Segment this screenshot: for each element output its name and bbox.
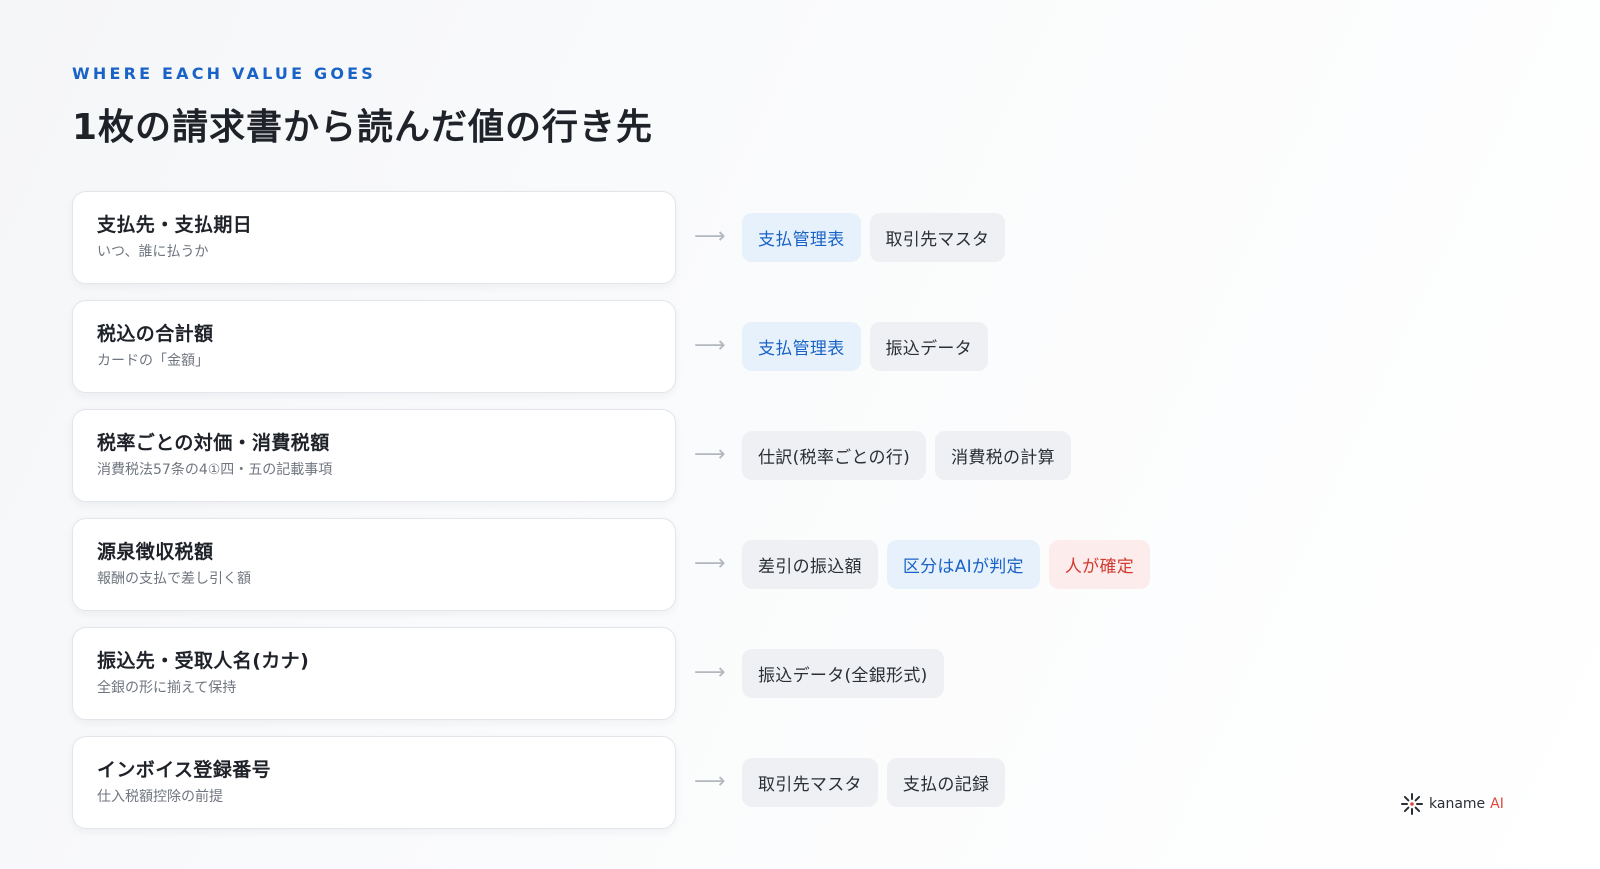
eyebrow-label: WHERE EACH VALUE GOES (72, 64, 376, 83)
mapping-list: 支払先・支払期日 いつ、誰に払うか ⟶ 支払管理表 取引先マスタ 税込の合計額 … (72, 191, 1272, 845)
field-subtitle: いつ、誰に払うか (97, 244, 209, 260)
field-card: 税込の合計額 カードの「金額」 (72, 300, 676, 393)
burst-icon (1400, 792, 1424, 816)
field-title: 源泉徴収税額 (97, 541, 214, 563)
destination-chip: 支払管理表 (742, 213, 861, 262)
destination-chips: 差引の振込額 区分はAIが判定 人が確定 (742, 540, 1151, 589)
field-subtitle: 仕入税額控除の前提 (97, 789, 223, 805)
destination-chip: 取引先マスタ (869, 213, 1006, 262)
brand-logo: kaname AI (1400, 792, 1504, 816)
destination-chips: 支払管理表 振込データ (742, 322, 988, 371)
field-card: 支払先・支払期日 いつ、誰に払うか (72, 191, 676, 284)
destination-chips: 仕訳(税率ごとの行) 消費税の計算 (742, 431, 1071, 480)
arrow-right-icon: ⟶ (694, 769, 726, 794)
destination-chip: 支払の記録 (886, 758, 1006, 807)
field-title: 税率ごとの対価・消費税額 (97, 432, 330, 454)
mapping-row: 税込の合計額 カードの「金額」 ⟶ 支払管理表 振込データ (72, 300, 1272, 393)
arrow-right-icon: ⟶ (694, 660, 726, 685)
destination-chip: 支払管理表 (742, 322, 861, 371)
arrow-right-icon: ⟶ (694, 224, 726, 249)
field-subtitle: 全銀の形に揃えて保持 (97, 680, 237, 696)
field-title: インボイス登録番号 (97, 759, 272, 781)
brand-name: kaname (1429, 796, 1486, 812)
destination-chip: 仕訳(税率ごとの行) (742, 431, 927, 480)
destination-chip: 差引の振込額 (742, 540, 878, 589)
mapping-row: 税率ごとの対価・消費税額 消費税法57条の4①四・五の記載事項 ⟶ 仕訳(税率ご… (72, 409, 1272, 502)
arrow-right-icon: ⟶ (694, 333, 726, 358)
destination-chips: 支払管理表 取引先マスタ (742, 213, 1006, 262)
human-confirm-chip: 人が確定 (1048, 540, 1151, 589)
field-title: 支払先・支払期日 (97, 214, 253, 236)
mapping-row: インボイス登録番号 仕入税額控除の前提 ⟶ 取引先マスタ 支払の記録 (72, 736, 1272, 829)
mapping-row: 源泉徴収税額 報酬の支払で差し引く額 ⟶ 差引の振込額 区分はAIが判定 人が確… (72, 518, 1272, 611)
field-title: 税込の合計額 (97, 323, 214, 345)
field-title: 振込先・受取人名(カナ) (97, 650, 310, 672)
destination-chips: 振込データ(全銀形式) (742, 649, 944, 698)
brand-suffix: AI (1490, 796, 1504, 812)
destination-chip: 振込データ(全銀形式) (742, 649, 944, 698)
page-title: 1枚の請求書から読んだ値の行き先 (72, 107, 654, 148)
field-card: 税率ごとの対価・消費税額 消費税法57条の4①四・五の記載事項 (72, 409, 676, 502)
mapping-row: 振込先・受取人名(カナ) 全銀の形に揃えて保持 ⟶ 振込データ(全銀形式) (72, 627, 1272, 720)
field-subtitle: カードの「金額」 (97, 353, 209, 369)
ai-judgement-chip: 区分はAIが判定 (886, 540, 1040, 589)
destination-chip: 振込データ (869, 322, 988, 371)
field-card: 源泉徴収税額 報酬の支払で差し引く額 (72, 518, 676, 611)
arrow-right-icon: ⟶ (694, 551, 726, 576)
field-subtitle: 報酬の支払で差し引く額 (97, 571, 251, 587)
field-card: 振込先・受取人名(カナ) 全銀の形に揃えて保持 (72, 627, 676, 720)
field-card: インボイス登録番号 仕入税額控除の前提 (72, 736, 676, 829)
destination-chips: 取引先マスタ 支払の記録 (742, 758, 1006, 807)
destination-chip: 取引先マスタ (742, 758, 878, 807)
destination-chip: 消費税の計算 (935, 431, 1071, 480)
field-subtitle: 消費税法57条の4①四・五の記載事項 (97, 462, 333, 478)
arrow-right-icon: ⟶ (694, 442, 726, 467)
mapping-row: 支払先・支払期日 いつ、誰に払うか ⟶ 支払管理表 取引先マスタ (72, 191, 1272, 284)
